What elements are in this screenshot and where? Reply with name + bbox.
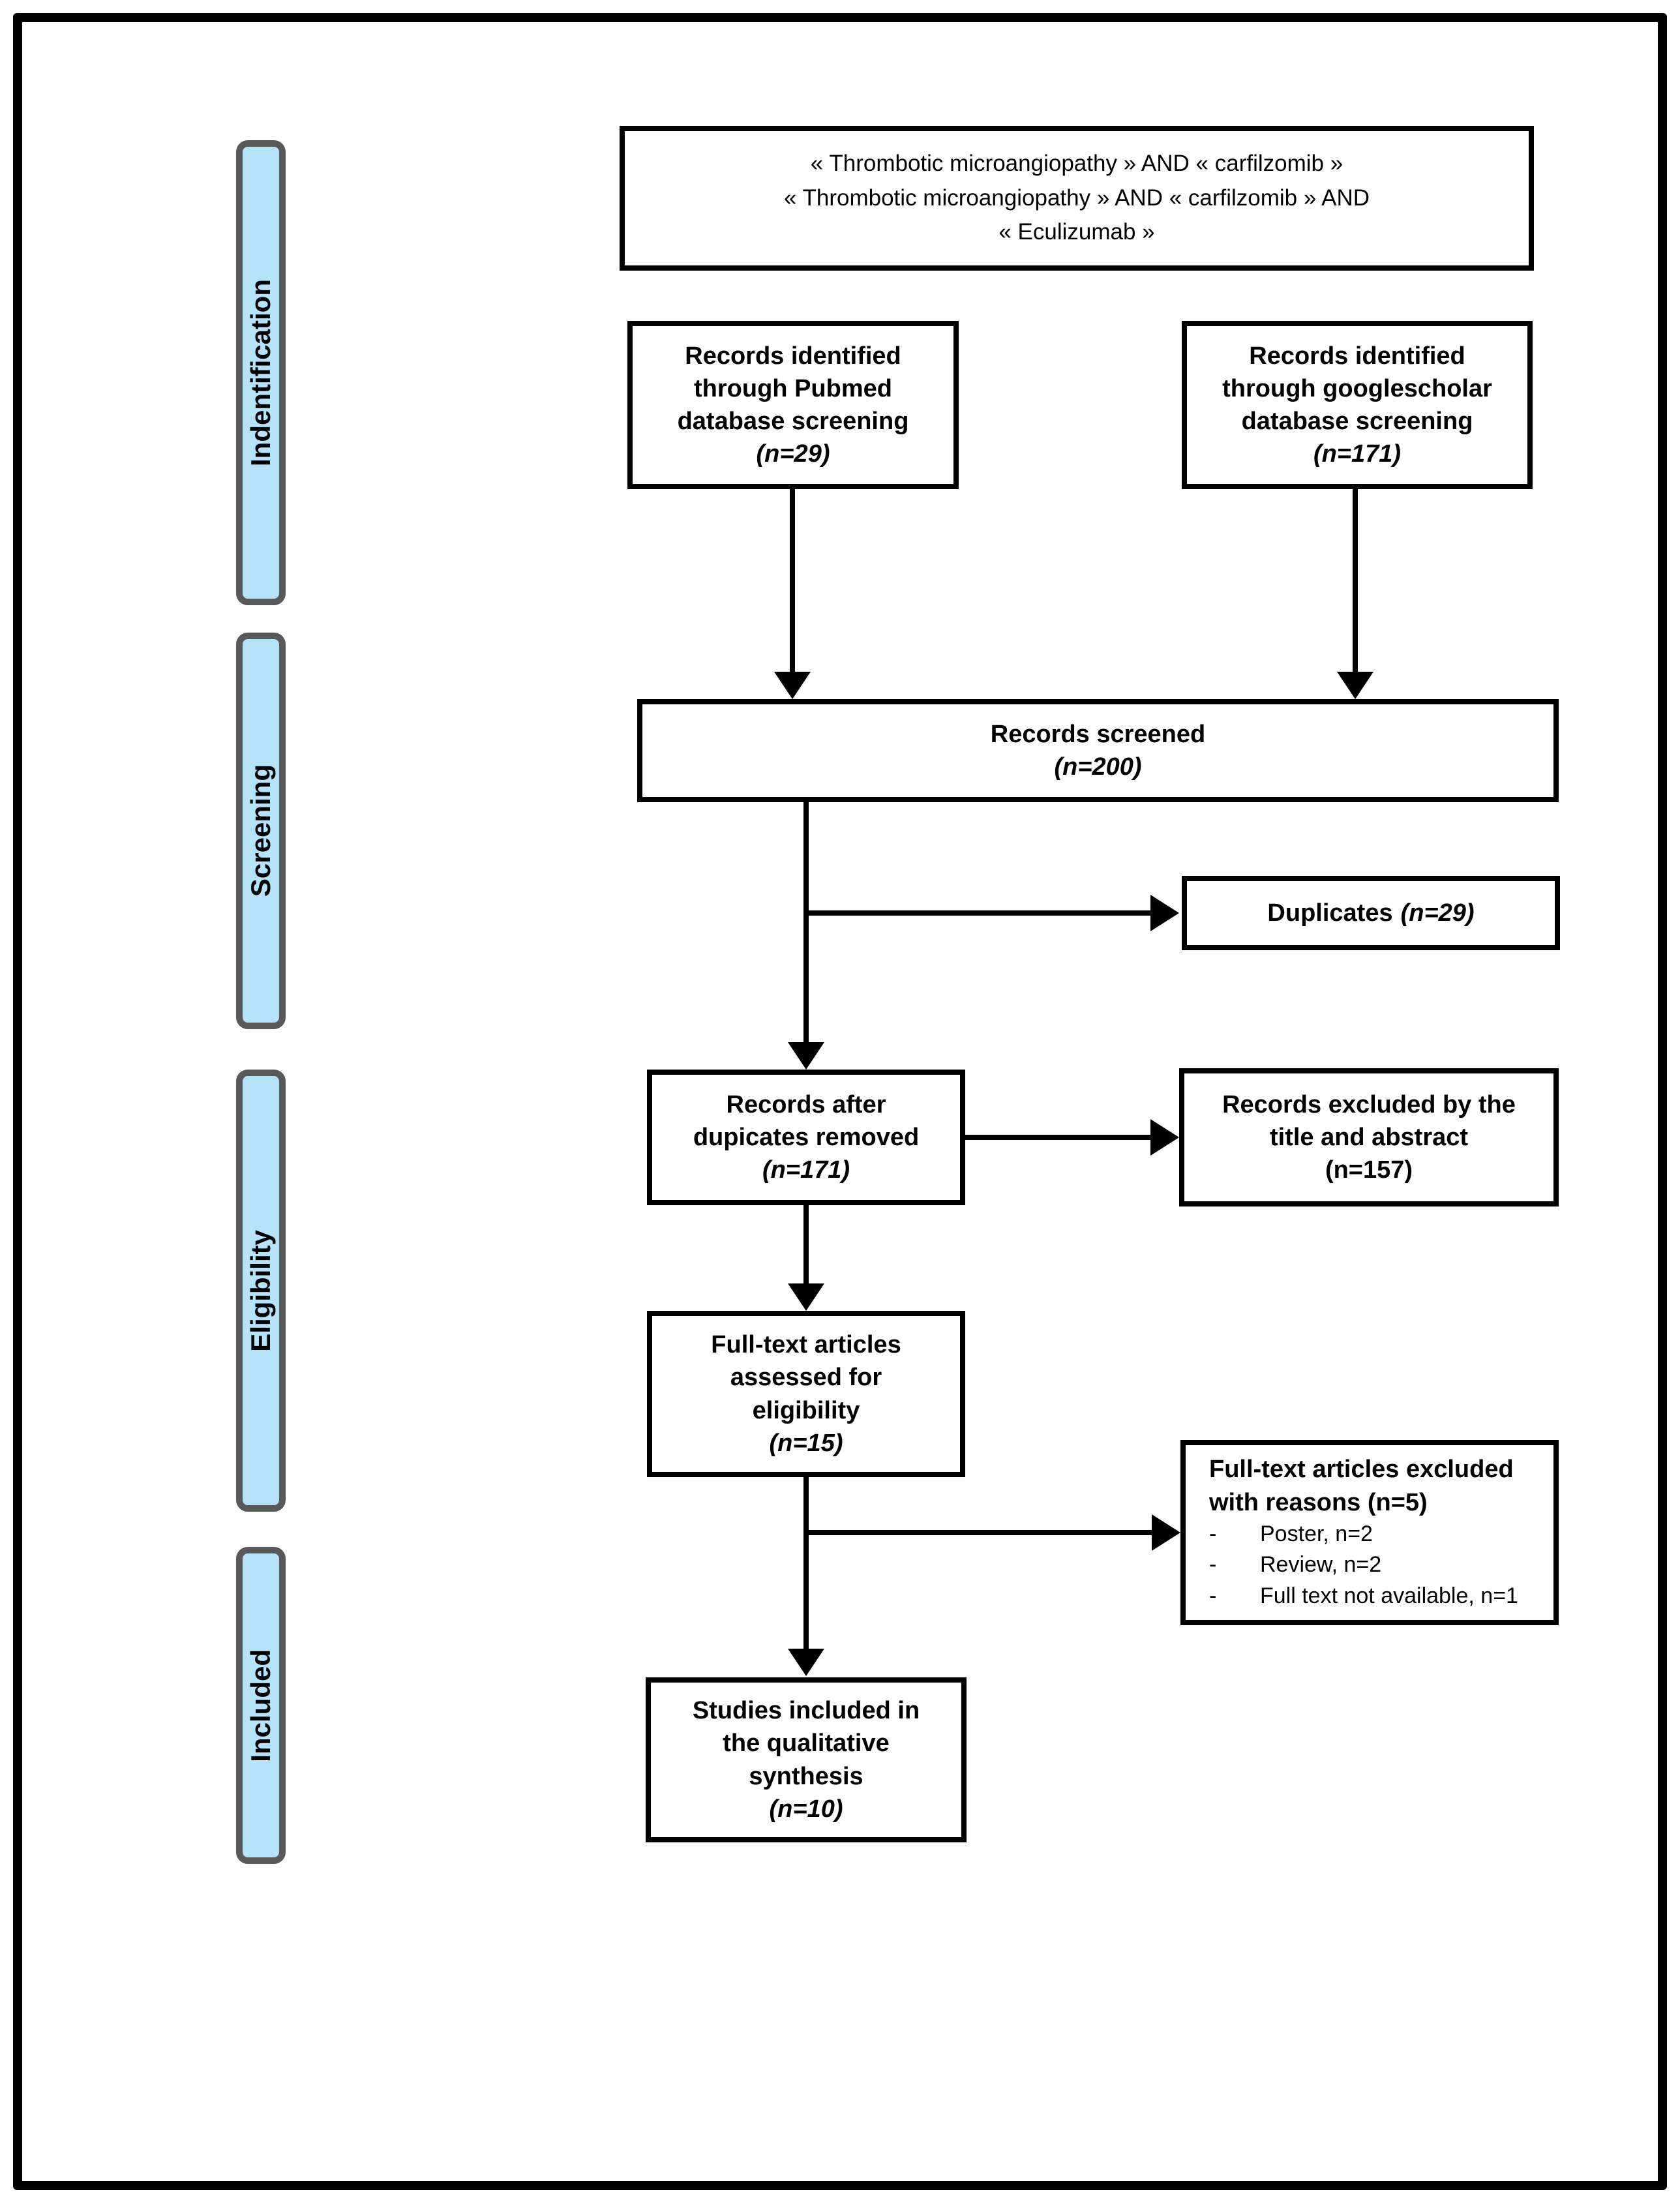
search-query-box: « Thrombotic microangiopathy » AND « car… [620, 126, 1534, 271]
records-identified-pubmed-box: Records identified through Pubmed databa… [627, 321, 959, 489]
duplicates-box: Duplicates (n=29) [1182, 876, 1560, 950]
exclusion-reason: - Full text not available, n=1 [1209, 1581, 1518, 1612]
stage-label-identification: Indentification [245, 279, 276, 466]
stage-bar-included: Included [236, 1547, 286, 1864]
box-count: (n=29) [756, 440, 830, 468]
connector-screened-to-afterdup [803, 802, 809, 1045]
box-line: Full-text articles excluded [1209, 1456, 1514, 1484]
page-border-frame [13, 13, 1667, 2190]
box-line: synthesis [749, 1762, 863, 1790]
box-line: the qualitative [723, 1730, 890, 1758]
arrowhead-right-icon [1150, 895, 1179, 931]
box-line: Records identified [685, 342, 901, 370]
box-count: (n=157) [1325, 1156, 1413, 1184]
bullet-dash: - [1209, 1552, 1217, 1578]
box-line: Duplicates [1267, 899, 1393, 927]
records-identified-googlescholar-box: Records identified through googlescholar… [1182, 321, 1533, 489]
connector-afterdup-to-excluded [965, 1135, 1150, 1140]
box-count: (n=15) [769, 1429, 843, 1457]
connector-fulltext-to-studies [803, 1477, 809, 1650]
box-count: (n=171) [762, 1156, 850, 1184]
search-query-line: « Thrombotic microangiopathy » AND « car… [810, 151, 1343, 177]
box-line: assessed for [730, 1364, 882, 1392]
box-count: (n=171) [1313, 440, 1402, 468]
box-line: database screening [1241, 408, 1473, 435]
box-line: Records after [726, 1090, 886, 1118]
exclusion-reason: - Poster, n=2 [1209, 1519, 1373, 1550]
records-excluded-title-abstract-box: Records excluded by the title and abstra… [1179, 1068, 1559, 1206]
records-screened-box: Records screened (n=200) [637, 699, 1559, 802]
box-line: title and abstract [1269, 1123, 1469, 1151]
exclusion-reason-text: Review, n=2 [1260, 1552, 1382, 1578]
connector-fulltext-to-ftexcluded [803, 1530, 1152, 1535]
search-query-line: « Thrombotic microangiopathy » AND « car… [783, 185, 1370, 211]
box-line: dupicates removed [693, 1123, 920, 1151]
fulltext-assessed-box: Full-text articles assessed for eligibil… [647, 1311, 965, 1477]
box-line: through Pubmed [694, 374, 892, 402]
box-line: with reasons (n=5) [1209, 1488, 1428, 1516]
stage-bar-eligibility: Eligibility [236, 1070, 286, 1512]
exclusion-reason-text: Full text not available, n=1 [1260, 1583, 1518, 1608]
stage-bar-screening: Screening [236, 633, 286, 1029]
box-line: eligibility [752, 1396, 860, 1424]
studies-included-box: Studies included in the qualitative synt… [646, 1677, 967, 1842]
connector-afterdup-to-fulltext [803, 1205, 809, 1285]
box-line: Full-text articles [711, 1331, 901, 1359]
box-line: Records excluded by the [1222, 1090, 1516, 1118]
box-line: Studies included in [692, 1697, 920, 1725]
connector-googlescholar-to-screened [1353, 489, 1358, 673]
stage-label-screening: Screening [245, 764, 276, 897]
arrowhead-right-icon [1152, 1514, 1180, 1551]
arrowhead-down-icon [788, 1042, 824, 1070]
exclusion-reason: - Review, n=2 [1209, 1550, 1381, 1581]
arrowhead-down-icon [788, 1649, 824, 1676]
bullet-dash: - [1209, 1583, 1217, 1608]
fulltext-excluded-box: Full-text articles excluded with reasons… [1180, 1440, 1559, 1625]
stage-label-eligibility: Eligibility [245, 1229, 276, 1352]
box-line: Records identified [1249, 342, 1465, 370]
arrowhead-right-icon [1150, 1119, 1179, 1156]
arrowhead-down-icon [788, 1283, 824, 1311]
records-after-duplicates-box: Records after dupicates removed (n=171) [647, 1070, 965, 1205]
connector-pubmed-to-screened [790, 489, 795, 673]
exclusion-reason-text: Poster, n=2 [1260, 1521, 1373, 1546]
arrowhead-down-icon [1337, 672, 1373, 699]
bullet-dash: - [1209, 1521, 1217, 1546]
box-count: (n=29) [1400, 899, 1475, 927]
box-line: through googlescholar [1222, 374, 1492, 402]
stage-label-included: Included [245, 1649, 276, 1762]
arrowhead-down-icon [774, 672, 811, 699]
box-line: database screening [677, 408, 909, 435]
box-line: Records screened [990, 720, 1206, 748]
search-query-line: « Eculizumab » [998, 219, 1155, 245]
stage-bar-identification: Indentification [236, 140, 286, 605]
box-count: (n=200) [1054, 753, 1142, 781]
box-count: (n=10) [769, 1795, 843, 1823]
connector-screened-to-duplicates [803, 910, 1150, 916]
